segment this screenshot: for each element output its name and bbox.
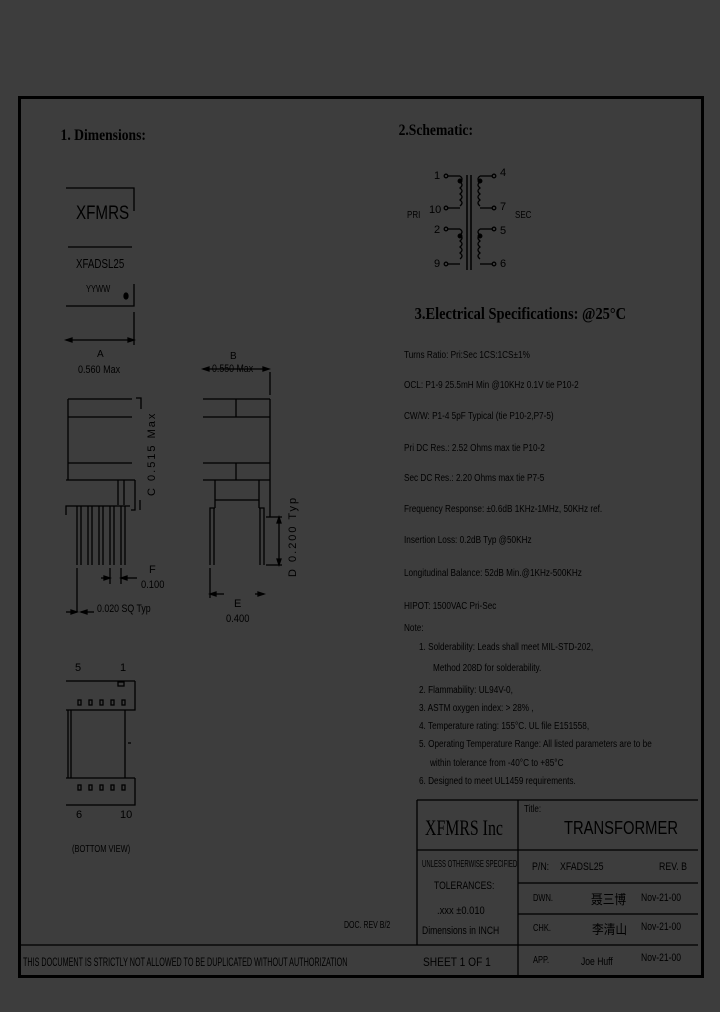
doc-revision: DOC. REV B/2 <box>344 920 391 931</box>
dim-f-value: 0.100 <box>141 579 165 591</box>
schematic-pin-4: 4 <box>500 167 507 179</box>
bottom-view-label: (BOTTOM VIEW) <box>72 844 131 855</box>
schematic-pin-2: 2 <box>434 224 441 236</box>
rev-label: REV. B <box>659 861 688 873</box>
chk-signature: 李清山 <box>592 923 628 938</box>
spec-ocl: OCL: P1-9 25.5mH Min @10KHz 0.1V tie P10… <box>404 380 579 391</box>
note-4: 4. Temperature rating: 155°C. UL file E1… <box>419 721 590 732</box>
schematic-sec-label: SEC <box>515 210 532 221</box>
spec-cww: CW/W: P1-4 5pF Typical (tie P10-2,P7-5) <box>404 411 554 422</box>
dwn-signature: 聂三博 <box>591 893 627 908</box>
tolerances-label: TOLERANCES: <box>434 880 495 892</box>
dimensions-heading: 1. Dimensions: <box>60 127 146 144</box>
spec-turns-ratio: Turns Ratio: Pri:Sec 1CS:1CS±1% <box>404 350 530 361</box>
electrical-specs-heading: 3.Electrical Specifications: @25°C <box>414 304 627 323</box>
schematic-pri-label: PRI <box>407 210 421 221</box>
spec-frequency-response: Frequency Response: ±0.6dB 1KHz-1MHz, 50… <box>404 504 603 515</box>
app-label: APP. <box>533 955 550 966</box>
schematic-pin-10: 10 <box>429 204 442 216</box>
spec-pri-dc-res: Pri DC Res.: 2.52 Ohms max tie P10-2 <box>404 443 545 454</box>
bottom-pin-10: 10 <box>120 809 133 821</box>
app-date: Nov-21-00 <box>641 952 682 964</box>
notes-title: Note: <box>404 623 424 634</box>
schematic-pin-9: 9 <box>434 258 441 270</box>
schematic-heading: 2.Schematic: <box>398 122 473 139</box>
note-2: 2. Flammability: UL94V-0, <box>419 685 513 696</box>
dim-d-value: D 0.200 Typ <box>287 496 299 577</box>
dim-e-value: 0.400 <box>226 613 250 625</box>
dimensions-unit: Dimensions in INCH <box>422 925 500 937</box>
dim-a-value: 0.560 Max <box>78 364 121 376</box>
dim-b-label: B <box>230 351 237 362</box>
marking-brand: XFMRS <box>76 203 130 224</box>
dim-c-value: C 0.515 Max <box>146 412 158 496</box>
spec-insertion-loss: Insertion Loss: 0.2dB Typ @50KHz <box>404 535 532 546</box>
spec-sec-dc-res: Sec DC Res.: 2.20 Ohms max tie P7-5 <box>404 473 545 484</box>
tolerance-value: .xxx ±0.010 <box>437 905 485 917</box>
note-5: 5. Operating Temperature Range: All list… <box>419 739 652 750</box>
duplication-disclaimer: THIS DOCUMENT IS STRICTLY NOT ALLOWED TO… <box>23 955 348 969</box>
company-name: XFMRS Inc <box>425 815 503 840</box>
schematic-pin-7: 7 <box>500 201 507 213</box>
note-1-cont: Method 208D for solderability. <box>433 663 542 674</box>
title-label: Title: <box>524 804 542 815</box>
dwn-label: DWN. <box>533 893 554 904</box>
marking-date-code: YYWW <box>86 284 111 295</box>
spec-longitudinal-balance: Longitudinal Balance: 52dB Min.@1KHz-500… <box>404 568 582 579</box>
pin-size-value: 0.020 SQ Typ <box>97 603 151 615</box>
dim-d-text: 0.200 Typ <box>287 495 299 562</box>
marking-part-number: XFADSL25 <box>76 256 125 271</box>
dwn-date: Nov-21-00 <box>641 892 682 904</box>
bottom-pin-1: 1 <box>120 662 127 674</box>
schematic-pin-5: 5 <box>500 225 507 237</box>
note-3: 3. ASTM oxygen index: > 28% , <box>419 703 534 714</box>
unless-specified-text: UNLESS OTHERWISE SPECIFIED <box>422 859 518 870</box>
dim-b-value: 0.550 Max <box>212 363 254 375</box>
dim-f-label: F <box>149 564 156 576</box>
note-1: 1. Solderability: Leads shall meet MIL-S… <box>419 642 594 653</box>
app-name: Joe Huff <box>581 956 613 968</box>
dim-c-label: C <box>146 486 158 496</box>
dim-c-text: 0.515 Max <box>146 411 158 481</box>
dim-e-label: E <box>234 598 242 610</box>
schematic-pin-1: 1 <box>434 170 441 182</box>
bottom-pin-5: 5 <box>75 662 82 674</box>
pn-value: XFADSL25 <box>560 861 604 873</box>
pn-label: P/N: <box>532 861 550 873</box>
dim-a-label: A <box>97 349 104 360</box>
schematic-pin-6: 6 <box>500 258 507 270</box>
title-value: TRANSFORMER <box>564 818 678 838</box>
spec-hipot: HIPOT: 1500VAC Pri-Sec <box>404 601 497 612</box>
dim-d-label: D <box>287 567 299 577</box>
drawing-frame <box>18 96 704 978</box>
chk-label: CHK. <box>533 923 551 934</box>
note-5-cont: within tolerance from -40°C to +85°C <box>430 758 564 769</box>
sheet-number: SHEET 1 OF 1 <box>423 955 491 969</box>
bottom-pin-6: 6 <box>76 809 83 821</box>
note-6: 6. Designed to meet UL1459 requirements. <box>419 776 576 787</box>
chk-date: Nov-21-00 <box>641 921 682 933</box>
